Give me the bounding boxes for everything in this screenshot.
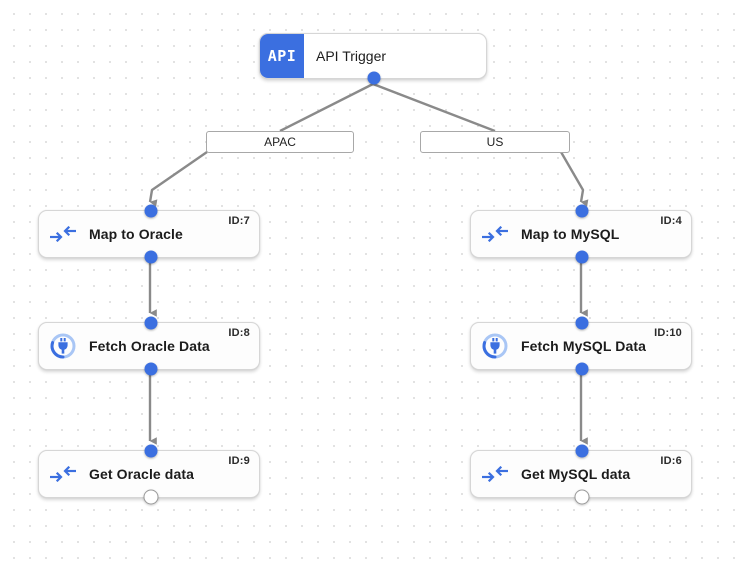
map-arrows-icon (39, 466, 87, 482)
node-map-to-oracle[interactable]: Map to Oracle ID:7 (38, 204, 260, 264)
node-id-badge: ID:4 (660, 215, 682, 227)
node-label: Get Oracle data (89, 466, 194, 482)
map-arrows-icon (471, 466, 519, 482)
input-port[interactable] (144, 316, 158, 330)
database-plug-icon (471, 333, 519, 359)
output-port[interactable] (144, 250, 158, 264)
output-port[interactable] (143, 489, 159, 505)
node-label: Fetch Oracle Data (89, 338, 210, 354)
node-id-badge: ID:10 (654, 327, 682, 339)
api-badge-icon: API (260, 34, 304, 78)
branch-label-text: APAC (264, 135, 296, 149)
node-id-badge: ID:8 (228, 327, 250, 339)
node-map-to-mysql[interactable]: Map to MySQL ID:4 (470, 204, 692, 264)
database-plug-icon (39, 333, 87, 359)
node-label: Fetch MySQL Data (521, 338, 647, 354)
node-label: Map to Oracle (89, 226, 183, 242)
node-label: Get MySQL data (521, 466, 631, 482)
node-get-mysql-data[interactable]: Get MySQL data ID:6 (470, 444, 692, 505)
map-arrows-icon (471, 226, 519, 242)
node-id-badge: ID:7 (228, 215, 250, 227)
branch-label-text: US (486, 135, 504, 149)
output-port[interactable] (575, 250, 589, 264)
output-port[interactable] (367, 71, 381, 85)
node-fetch-mysql-data[interactable]: Fetch MySQL Data ID:10 (470, 316, 692, 376)
node-fetch-oracle-data[interactable]: Fetch Oracle Data ID:8 (38, 316, 260, 376)
input-port[interactable] (144, 204, 158, 218)
node-label: Map to MySQL (521, 226, 620, 242)
node-api-trigger[interactable]: API API Trigger (259, 33, 487, 85)
node-get-oracle-data[interactable]: Get Oracle data ID:9 (38, 444, 260, 505)
output-port[interactable] (144, 362, 158, 376)
input-port[interactable] (575, 204, 589, 218)
branch-label-apac[interactable]: APAC (206, 131, 354, 153)
input-port[interactable] (575, 444, 589, 458)
node-id-badge: ID:6 (660, 455, 682, 467)
map-arrows-icon (39, 226, 87, 242)
node-id-badge: ID:9 (228, 455, 250, 467)
output-port[interactable] (575, 362, 589, 376)
output-port[interactable] (574, 489, 590, 505)
input-port[interactable] (144, 444, 158, 458)
input-port[interactable] (575, 316, 589, 330)
branch-label-us[interactable]: US (420, 131, 570, 153)
node-label: API Trigger (316, 48, 387, 64)
